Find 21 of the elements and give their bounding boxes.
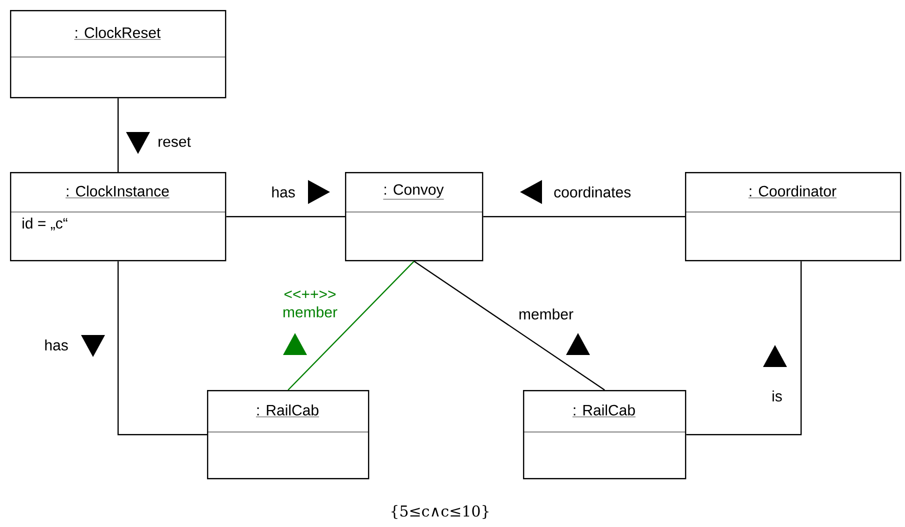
edge-label: is: [772, 390, 782, 402]
object-box: : Convoy: [344, 172, 484, 262]
constraint-label: {5≤c∧c≤10}: [392, 505, 488, 519]
edge-label: has: [272, 186, 295, 198]
association-line: [686, 261, 802, 436]
association-line: [288, 260, 415, 390]
association-line: [118, 98, 119, 172]
association-line: [118, 261, 207, 436]
edge-label: has: [45, 339, 68, 350]
edge-label: coordinates: [554, 186, 631, 198]
object-box: : Coordinator: [684, 172, 902, 262]
association-line: [483, 216, 685, 218]
edge-label: <<++>> member: [284, 290, 338, 318]
object-box: : ClockReset: [10, 10, 226, 98]
object-box: : ClockInstance id = „c“: [10, 172, 226, 262]
object-box: : RailCab: [206, 390, 370, 480]
edge-label: reset: [158, 137, 191, 147]
object-box: : RailCab: [522, 390, 686, 480]
association-line: [414, 260, 605, 390]
association-line: [226, 216, 345, 218]
edge-label: member: [519, 308, 574, 320]
